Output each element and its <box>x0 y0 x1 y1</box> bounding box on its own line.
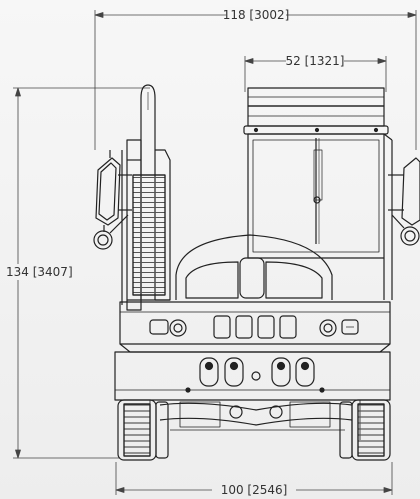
dimension-overall-height: 134 [3407] <box>6 265 73 279</box>
right-wheels <box>339 399 391 461</box>
dimension-lines <box>13 10 417 495</box>
hood <box>175 234 333 300</box>
exhaust-stack <box>140 84 156 300</box>
dimension-overall-width: 118 [3002] <box>223 8 290 22</box>
left-mirror <box>93 150 132 250</box>
left-tower <box>121 139 171 311</box>
axle <box>149 400 361 440</box>
dimension-cab-width: 52 [1321] <box>286 54 345 68</box>
left-wheels <box>117 399 169 461</box>
cab <box>243 87 393 300</box>
dimension-track-width: 100 [2546] <box>221 483 288 497</box>
front-panel <box>119 301 391 345</box>
right-mirror <box>388 157 420 246</box>
lower-chassis <box>114 343 391 401</box>
